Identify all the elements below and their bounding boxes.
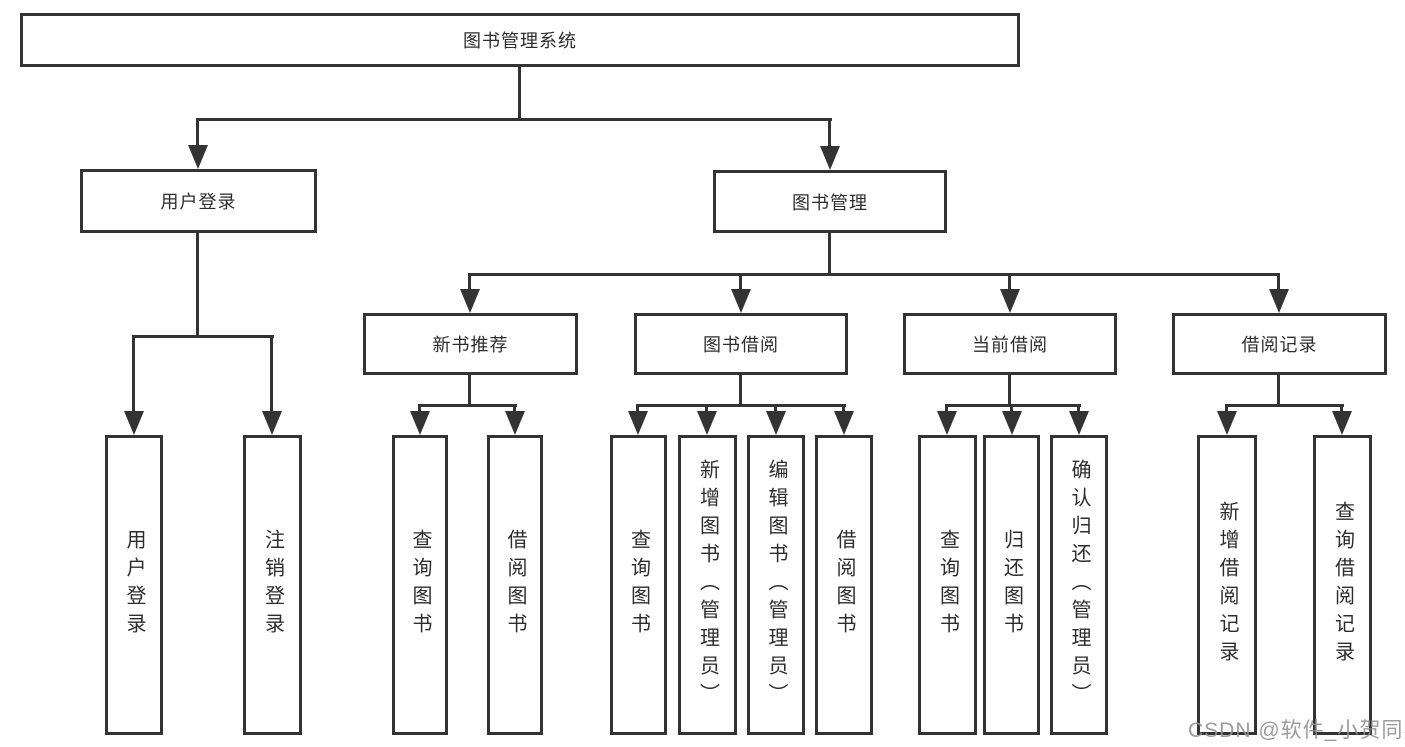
connector-userlogin-hline: [134, 335, 274, 338]
connector-bookmgmt-shaft-1: [468, 273, 471, 289]
arrowhead-cb-query: [937, 411, 957, 435]
connector-nb-shaft-1: [418, 404, 421, 411]
leaf-cb-return-books: 归还图书: [983, 435, 1040, 735]
connector-userlogin-shaft-2: [270, 335, 273, 411]
connector-bb-hline: [638, 404, 846, 407]
connector-root-left-shaft: [196, 118, 199, 145]
leaf-cb-query-books-label: 查询图书: [936, 529, 959, 641]
leaf-nb-borrow-books: 借阅图书: [487, 435, 543, 735]
node-user-login-label: 用户登录: [160, 192, 237, 212]
node-current-borrow: 当前借阅: [903, 313, 1117, 375]
connector-cb-shaft-1: [945, 404, 948, 411]
arrowhead-nb-borrow: [505, 411, 525, 435]
leaf-br-query-record: 查询借阅记录: [1313, 435, 1372, 735]
arrowhead-bb-add: [697, 411, 717, 435]
leaf-user-login: 用户登录: [105, 435, 163, 735]
leaf-user-login-label: 用户登录: [123, 529, 145, 641]
arrowhead-bb-edit: [766, 411, 786, 435]
arrowhead-leaf-user-login: [124, 411, 144, 435]
connector-root-hline: [198, 118, 832, 121]
leaf-nb-query-books-label: 查询图书: [409, 529, 431, 641]
arrowhead-book-borrow: [731, 289, 751, 313]
leaf-bb-edit-books-admin-label: 编辑图书（管理员）: [765, 459, 787, 711]
arrowhead-leaf-logout: [262, 411, 282, 435]
connector-nb-stub: [468, 375, 471, 404]
leaf-logout-login-label: 注销登录: [261, 529, 284, 641]
connector-cb-hline: [947, 404, 1081, 407]
leaf-cb-return-books-label: 归还图书: [1000, 529, 1023, 641]
connector-cb-stub: [1008, 375, 1011, 404]
node-book-borrow: 图书借阅: [634, 313, 848, 375]
node-borrow-records: 借阅记录: [1172, 313, 1387, 375]
arrowhead-nb-query: [410, 411, 430, 435]
csdn-watermark: CSDN @软件_小贺同学: [1188, 719, 1405, 742]
node-user-login: 用户登录: [80, 169, 317, 233]
connector-bb-shaft-2: [705, 404, 708, 411]
connector-userlogin-stub: [196, 233, 199, 335]
leaf-br-add-record-label: 新增借阅记录: [1216, 501, 1238, 669]
connector-nb-hline: [420, 404, 517, 407]
connector-bb-shaft-1: [636, 404, 639, 411]
connector-cb-shaft-2: [1010, 404, 1013, 411]
node-current-borrow-label: 当前借阅: [972, 335, 1048, 355]
connector-nb-shaft-2: [513, 404, 516, 411]
arrowhead-new-book-recommend: [460, 289, 480, 313]
connector-br-stub: [1277, 375, 1280, 404]
leaf-bb-add-books-admin-label: 新增图书（管理员）: [696, 459, 719, 711]
connector-br-shaft-2: [1340, 404, 1343, 411]
leaf-cb-confirm-return-admin: 确认归还（管理员）: [1050, 435, 1108, 735]
connector-root-right-shaft: [828, 118, 831, 146]
connector-root-stub: [518, 67, 521, 118]
leaf-bb-edit-books-admin: 编辑图书（管理员）: [747, 435, 805, 735]
arrowhead-br-add: [1217, 411, 1237, 435]
arrowhead-book-management: [820, 146, 840, 170]
node-new-book-recommend: 新书推荐: [363, 313, 578, 375]
leaf-logout-login: 注销登录: [243, 435, 302, 735]
node-root-label: 图书管理系统: [463, 31, 577, 51]
arrowhead-bb-borrow: [834, 411, 854, 435]
arrowhead-cb-confirm: [1069, 411, 1089, 435]
leaf-bb-add-books-admin: 新增图书（管理员）: [678, 435, 737, 735]
leaf-bb-borrow-books-label: 借阅图书: [833, 529, 855, 641]
connector-cb-shaft-3: [1077, 404, 1080, 411]
leaf-nb-query-books: 查询图书: [392, 435, 448, 735]
node-root: 图书管理系统: [20, 13, 1020, 67]
connector-bookmgmt-shaft-3: [1008, 273, 1011, 289]
connector-br-hline: [1227, 404, 1344, 407]
connector-userlogin-shaft-1: [132, 335, 135, 411]
arrowhead-current-borrow: [1000, 289, 1020, 313]
arrowhead-cb-return: [1002, 411, 1022, 435]
leaf-bb-query-books: 查询图书: [610, 435, 667, 735]
connector-bookmgmt-stub: [828, 233, 831, 273]
connector-bb-shaft-4: [842, 404, 845, 411]
connector-bb-shaft-3: [774, 404, 777, 411]
node-book-management: 图书管理: [713, 170, 947, 233]
connector-br-shaft-1: [1225, 404, 1228, 411]
arrowhead-user-login: [188, 145, 208, 169]
arrowhead-bb-query: [628, 411, 648, 435]
leaf-cb-query-books: 查询图书: [918, 435, 977, 735]
node-new-book-recommend-label: 新书推荐: [432, 335, 509, 355]
arrowhead-borrow-records: [1269, 289, 1289, 313]
node-book-borrow-label: 图书借阅: [703, 335, 779, 355]
arrowhead-br-query: [1332, 411, 1352, 435]
connector-bb-stub: [739, 375, 742, 404]
connector-bookmgmt-shaft-2: [739, 273, 742, 289]
leaf-br-query-record-label: 查询借阅记录: [1331, 501, 1354, 669]
connector-bookmgmt-shaft-4: [1277, 273, 1280, 289]
node-book-management-label: 图书管理: [792, 192, 868, 213]
connector-bookmgmt-hline: [470, 273, 1280, 276]
leaf-bb-borrow-books: 借阅图书: [815, 435, 873, 735]
leaf-bb-query-books-label: 查询图书: [627, 529, 650, 641]
leaf-cb-confirm-return-admin-label: 确认归还（管理员）: [1068, 459, 1090, 711]
leaf-br-add-record: 新增借阅记录: [1197, 435, 1257, 735]
leaf-nb-borrow-books-label: 借阅图书: [504, 529, 526, 641]
node-borrow-records-label: 借阅记录: [1241, 335, 1318, 355]
